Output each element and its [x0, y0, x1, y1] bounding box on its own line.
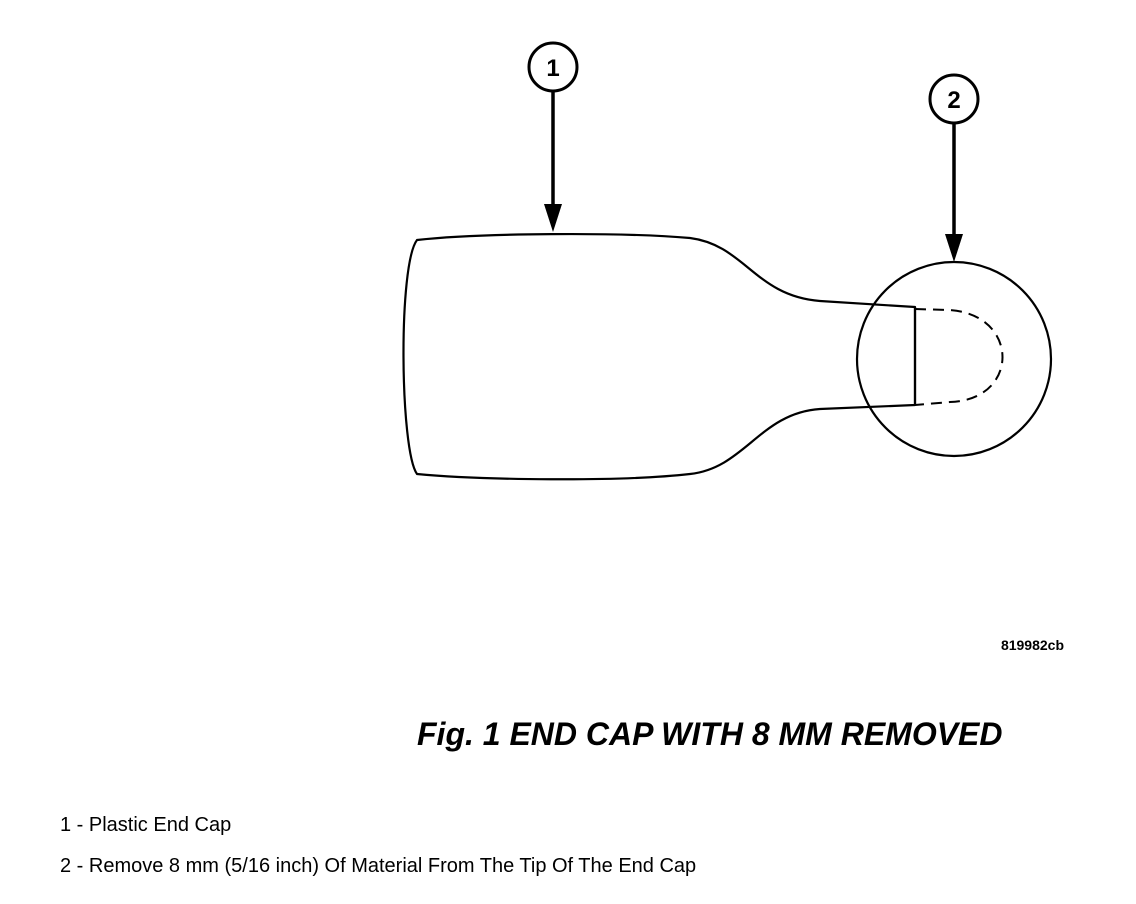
legend-item-1: 1 - Plastic End Cap [60, 814, 232, 836]
callout-1: 1 [527, 41, 579, 232]
callout-2-number: 2 [947, 87, 960, 114]
legend: 1 - Plastic End Cap 2 - Remove 8 mm (5/1… [60, 812, 696, 894]
callout-1-arrowhead [544, 204, 562, 232]
legend-item-2: 2 - Remove 8 mm (5/16 inch) Of Material … [60, 855, 697, 877]
detail-circle [855, 260, 1053, 458]
end-cap-outline [402, 232, 917, 481]
callout-2-arrowhead [945, 234, 963, 262]
removed-material-outline [914, 308, 1004, 406]
figure-id: 819982cb [1000, 637, 1064, 653]
end-cap-diagram: 1 2 [402, 41, 1053, 481]
figure-caption: Fig. 1 END CAP WITH 8 MM REMOVED [417, 716, 1003, 752]
callout-1-number: 1 [546, 55, 559, 82]
callout-2: 2 [928, 73, 980, 262]
